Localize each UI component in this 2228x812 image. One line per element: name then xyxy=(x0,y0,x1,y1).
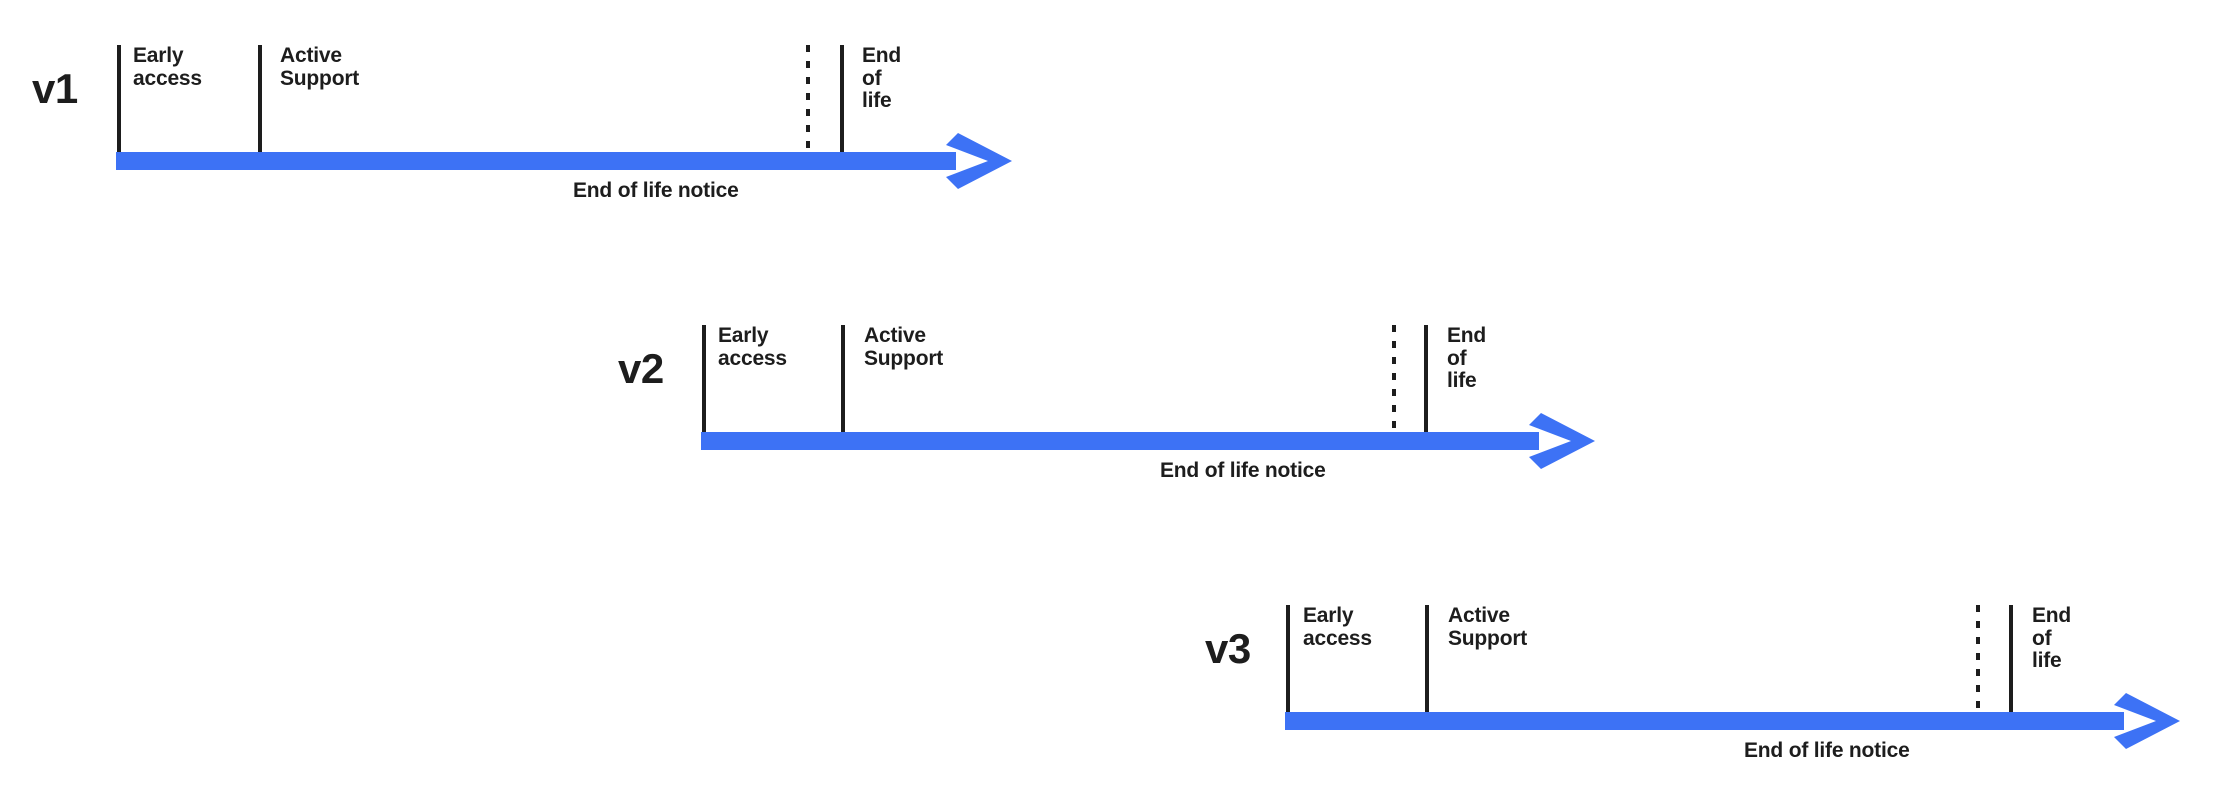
phase-label-active-support-v2: Active Support xyxy=(864,324,944,370)
end-of-life-notice-marker-v1 xyxy=(806,45,810,152)
phase-divider-end-of-life-start-v2 xyxy=(1424,325,1428,432)
timeline-axis-bar-v3 xyxy=(1285,712,2124,730)
phase-divider-early-access-start-v2 xyxy=(702,325,706,432)
end-of-life-notice-label-v2: End of life notice xyxy=(1160,459,1326,482)
phase-label-active-support-v1: Active Support xyxy=(280,44,360,90)
end-of-life-notice-label-v3: End of life notice xyxy=(1744,739,1910,762)
phase-label-active-support-v3: Active Support xyxy=(1448,604,1528,650)
phase-label-end-of-life-v1: End of life xyxy=(862,44,902,113)
phase-divider-active-support-start-v2 xyxy=(841,325,845,432)
phase-divider-end-of-life-start-v1 xyxy=(840,45,844,152)
phase-divider-early-access-start-v1 xyxy=(117,45,121,152)
end-of-life-notice-label-v1: End of life notice xyxy=(573,179,739,202)
end-of-life-notice-marker-v3 xyxy=(1976,605,1980,712)
end-of-life-notice-marker-v2 xyxy=(1392,325,1396,432)
phase-divider-end-of-life-start-v3 xyxy=(2009,605,2013,712)
phase-divider-early-access-start-v3 xyxy=(1286,605,1290,712)
timeline-arrow-head-v2 xyxy=(1529,413,1595,469)
version-label-v1: v1 xyxy=(32,65,78,112)
timeline-axis-bar-v1 xyxy=(116,152,956,170)
version-label-v2: v2 xyxy=(618,345,664,392)
version-label-v3: v3 xyxy=(1205,625,1251,672)
timeline-arrow-head-v1 xyxy=(946,133,1012,189)
phase-label-early-access-v2: Early access xyxy=(718,324,787,370)
phase-label-early-access-v1: Early access xyxy=(133,44,202,90)
phase-label-early-access-v3: Early access xyxy=(1303,604,1372,650)
phase-label-end-of-life-v2: End of life xyxy=(1447,324,1487,393)
timeline-arrow-head-v3 xyxy=(2114,693,2180,749)
phase-divider-active-support-start-v3 xyxy=(1425,605,1429,712)
timeline-axis-bar-v2 xyxy=(701,432,1539,450)
phase-divider-active-support-start-v1 xyxy=(258,45,262,152)
phase-label-end-of-life-v3: End of life xyxy=(2032,604,2072,673)
